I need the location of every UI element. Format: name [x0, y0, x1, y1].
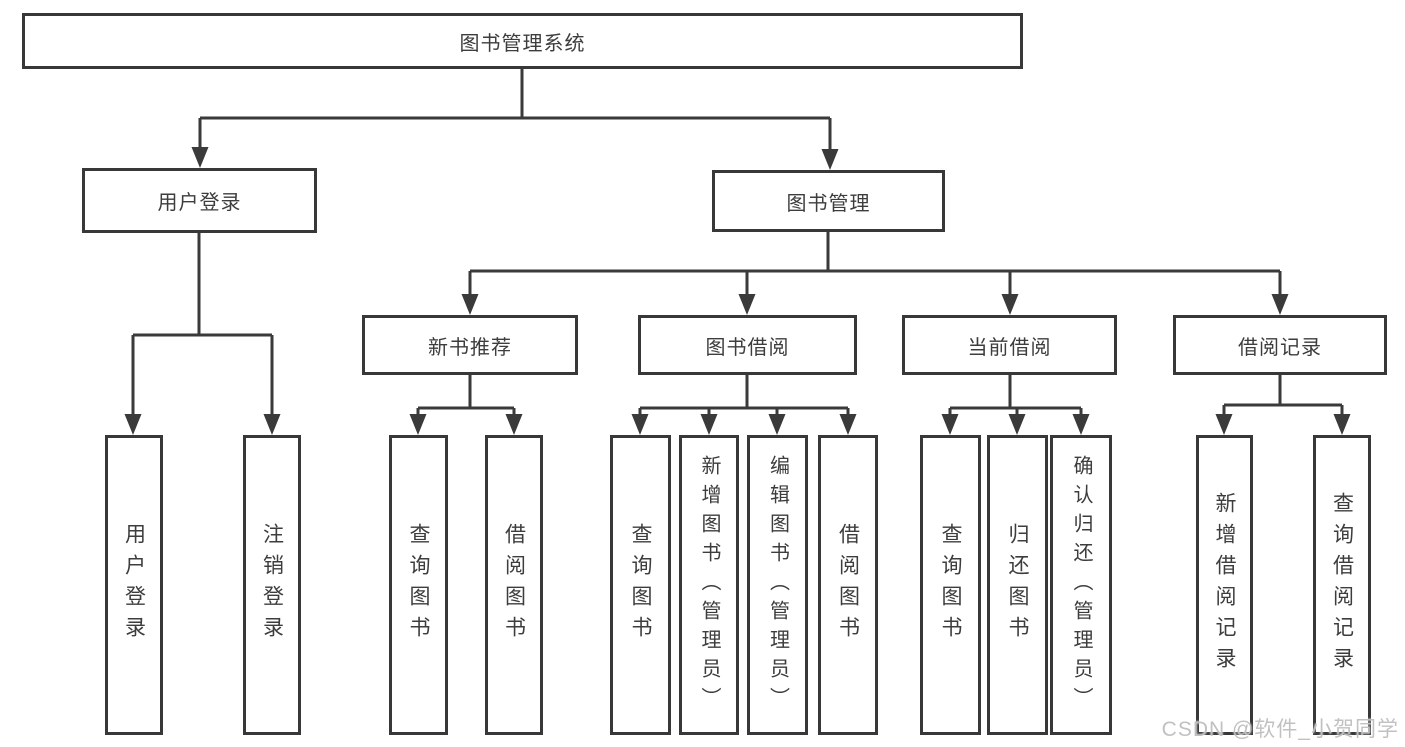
node-borrowing-records: 借阅记录 — [1173, 315, 1387, 375]
leaf-query-books-recommend: 查询图书 — [389, 435, 448, 735]
node-current-borrowing: 当前借阅 — [902, 315, 1117, 375]
leaf-label: 用户登录 — [122, 523, 146, 647]
node-label: 用户登录 — [157, 192, 242, 214]
leaf-label: 新增图书（管理员） — [698, 454, 720, 716]
leaf-borrow-books-borrowing: 借阅图书 — [818, 435, 878, 735]
node-label: 图书借阅 — [705, 336, 790, 359]
node-label: 图书管理系统 — [459, 32, 586, 55]
leaf-add-books-admin: 新增图书（管理员） — [679, 435, 739, 735]
node-label: 新书推荐 — [428, 336, 512, 359]
leaf-query-borrow-record: 查询借阅记录 — [1313, 435, 1371, 735]
node-user-login: 用户登录 — [82, 168, 317, 233]
leaf-borrow-books-recommend: 借阅图书 — [485, 435, 543, 735]
leaf-label: 查询图书 — [939, 523, 962, 647]
leaf-query-books-borrowing: 查询图书 — [610, 435, 671, 735]
leaf-label: 编辑图书（管理员） — [766, 454, 789, 716]
node-label: 图书管理 — [786, 192, 871, 215]
leaf-label: 注销登录 — [260, 523, 284, 647]
leaf-confirm-return-admin: 确认归还（管理员） — [1050, 435, 1112, 735]
node-library-management-system: 图书管理系统 — [22, 13, 1023, 69]
leaf-label: 查询图书 — [407, 523, 430, 647]
leaf-add-borrow-record: 新增借阅记录 — [1196, 435, 1253, 735]
node-label: 当前借阅 — [967, 336, 1052, 359]
node-book-management: 图书管理 — [712, 170, 945, 232]
leaf-label: 归还图书 — [1006, 523, 1029, 647]
leaf-query-books-current: 查询图书 — [920, 435, 981, 735]
leaf-user-login: 用户登录 — [105, 435, 163, 735]
leaf-label: 查询借阅记录 — [1330, 492, 1354, 678]
leaf-label: 借阅图书 — [502, 523, 526, 647]
node-new-book-recommendation: 新书推荐 — [362, 315, 578, 375]
arrowhead-icons — [124, 147, 1351, 435]
node-book-borrowing: 图书借阅 — [638, 315, 857, 375]
leaf-label: 查询图书 — [629, 523, 652, 647]
leaf-label: 新增借阅记录 — [1213, 492, 1236, 678]
leaf-return-books: 归还图书 — [987, 435, 1048, 735]
node-label: 借阅记录 — [1238, 336, 1322, 359]
leaf-logout: 注销登录 — [243, 435, 301, 735]
leaf-label: 借阅图书 — [836, 523, 860, 647]
leaf-label: 确认归还（管理员） — [1070, 454, 1092, 716]
csdn-watermark: CSDN @软件_小贺同学 — [1161, 718, 1399, 741]
leaf-edit-books-admin: 编辑图书（管理员） — [747, 435, 808, 735]
